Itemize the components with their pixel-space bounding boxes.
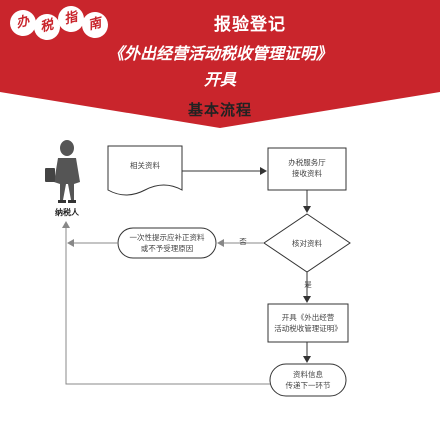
node-transfer xyxy=(269,363,347,397)
page-subtitle-line2: 开具 xyxy=(203,70,236,89)
taxpayer-person-icon xyxy=(45,140,80,203)
page-subtitle-line1: 《外出经营活动税收管理证明》 xyxy=(107,44,332,63)
page-title: 报验登记 xyxy=(214,15,286,35)
node-receive xyxy=(267,147,347,191)
edge-no-label: 否 xyxy=(239,237,247,246)
node-issue xyxy=(267,303,349,343)
node-receive-label: 办税服务厅 接收资料 xyxy=(288,158,326,178)
taxpayer-label: 纳税人 xyxy=(55,207,79,217)
node-reject-label: 一次性提示应补正资料 或不予受理原因 xyxy=(129,233,205,253)
doc-related-materials-label: 相关资料 xyxy=(130,161,160,170)
node-transfer-label: 资料信息 传递下一环节 xyxy=(285,370,331,390)
node-issue-label: 开具《外出经营 活动税收管理证明》 xyxy=(274,313,342,333)
header-banner xyxy=(0,0,440,128)
node-check-label: 核对资料 xyxy=(292,239,322,248)
doc-related-materials xyxy=(107,145,183,196)
section-title: 基本流程 xyxy=(187,101,252,119)
edge-yes-label: 是 xyxy=(304,280,312,289)
